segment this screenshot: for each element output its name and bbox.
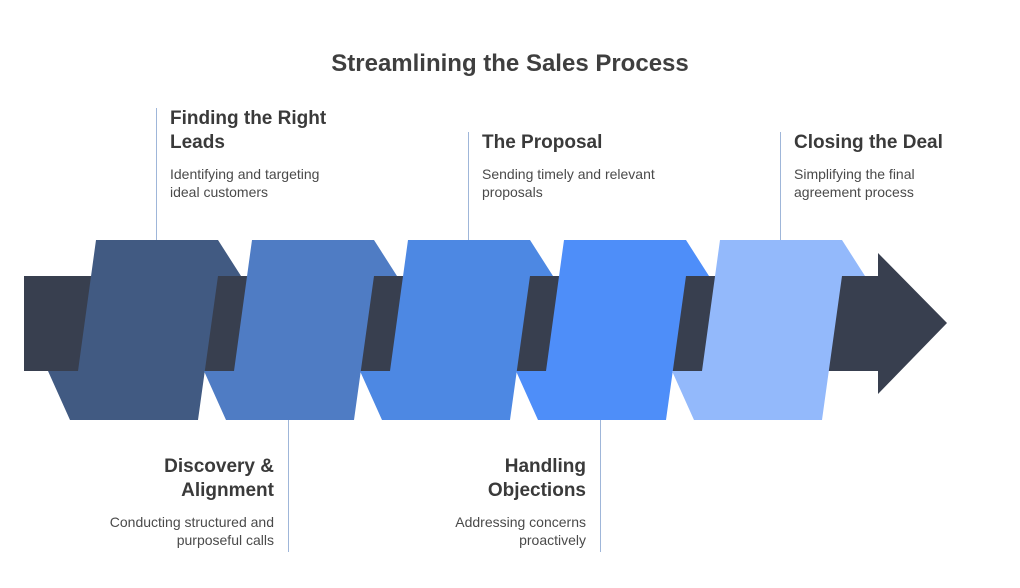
connector-line-1 [156, 108, 157, 240]
connector-line-2 [288, 420, 289, 552]
step-label-1: Finding the Right Leads Identifying and … [170, 107, 360, 201]
step-block-4 [516, 240, 709, 420]
step-title: Discovery & Alignment [164, 456, 274, 501]
step-description: Identifying and targeting ideal customer… [170, 166, 320, 200]
step-block-3 [360, 240, 553, 420]
step-block-5 [672, 240, 865, 420]
step-label-2: Discovery & Alignment Conducting structu… [84, 455, 274, 549]
step-description: Addressing concerns proactively [455, 514, 586, 548]
step-description: Sending timely and relevant proposals [482, 166, 655, 200]
step-description: Simplifying the final agreement process [794, 166, 915, 200]
connector-line-4 [600, 420, 601, 552]
step-title: Closing the Deal [794, 132, 943, 153]
connector-line-3 [468, 132, 469, 240]
step-description: Conducting structured and purposeful cal… [109, 514, 274, 548]
step-block-1 [48, 240, 241, 420]
step-title: Handling Objections [487, 456, 586, 501]
step-label-4: Handling Objections Addressing concerns … [396, 455, 586, 549]
step-label-3: The Proposal Sending timely and relevant… [482, 131, 692, 201]
connector-line-5 [780, 132, 781, 240]
step-title: Finding the Right Leads [170, 108, 327, 153]
step-block-2 [204, 240, 397, 420]
diagram-title: Streamlining the Sales Process [331, 50, 689, 77]
step-label-5: Closing the Deal Simplifying the final a… [794, 131, 994, 201]
step-title: The Proposal [482, 132, 603, 153]
